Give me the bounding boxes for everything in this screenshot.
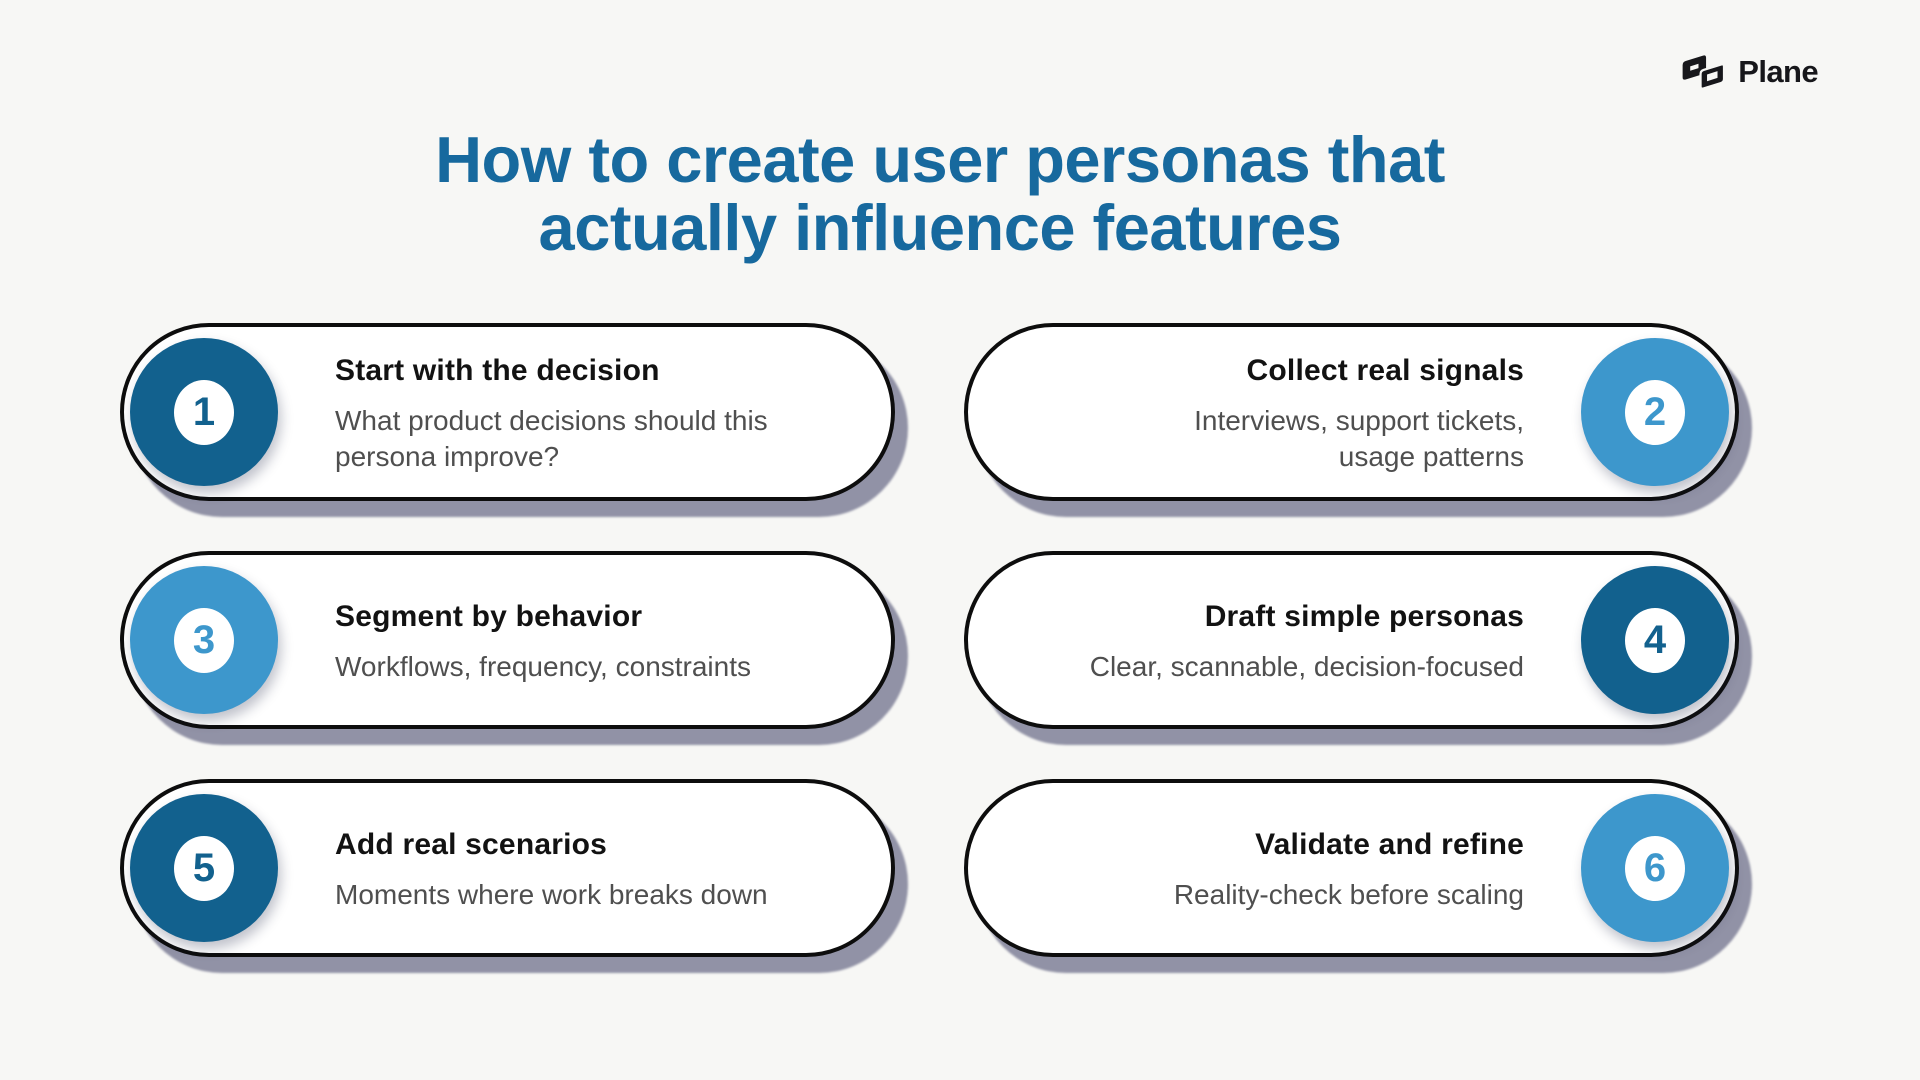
step-5-title: Add real scenarios <box>335 827 608 861</box>
step-2-number: 2 <box>1625 379 1685 445</box>
step-5-number-badge: 5 <box>130 794 278 942</box>
step-card-5: 5 Add real scenarios Moments where work … <box>120 779 895 957</box>
step-5-number: 5 <box>174 835 234 901</box>
page-title-line1: How to create user personas that <box>435 123 1445 196</box>
step-card-4: 4 Draft simple personas Clear, scannable… <box>964 551 1739 729</box>
step-6-number: 6 <box>1625 835 1685 901</box>
step-5-description: Moments where work breaks down <box>335 878 768 910</box>
step-1-title: Start with the decision <box>335 353 660 387</box>
step-2-description: Interviews, support tickets, usage patte… <box>1194 404 1524 472</box>
step-1-number-badge: 1 <box>130 338 278 486</box>
step-1-description: What product decisions should this perso… <box>335 404 768 472</box>
brand-logo: Plane <box>1681 52 1819 92</box>
step-4-number: 4 <box>1625 607 1685 673</box>
step-card-1: 1 Start with the decision What product d… <box>120 323 895 501</box>
step-3-number: 3 <box>174 607 234 673</box>
step-6-title: Validate and refine <box>1255 827 1524 861</box>
step-4-title: Draft simple personas <box>1204 599 1524 633</box>
step-6-description: Reality-check before scaling <box>1173 878 1524 910</box>
page-title-line2: actually influence features <box>538 191 1342 264</box>
step-2-number-badge: 2 <box>1581 338 1729 486</box>
step-card-2: 2 Collect real signals Interviews, suppo… <box>964 323 1739 501</box>
step-3-title: Segment by behavior <box>335 599 643 633</box>
step-card-3: 3 Segment by behavior Workflows, frequen… <box>120 551 895 729</box>
step-6-number-badge: 6 <box>1581 794 1729 942</box>
step-card-6: 6 Validate and refine Reality-check befo… <box>964 779 1739 957</box>
step-4-description: Clear, scannable, decision-focused <box>1089 650 1524 682</box>
step-3-number-badge: 3 <box>130 566 278 714</box>
plane-logo-icon <box>1682 55 1726 90</box>
step-4-number-badge: 4 <box>1581 566 1729 714</box>
step-1-number: 1 <box>174 379 234 445</box>
page-title: How to create user personas that actuall… <box>0 126 1880 262</box>
step-3-description: Workflows, frequency, constraints <box>335 650 752 682</box>
brand-name: Plane <box>1738 54 1818 89</box>
step-2-title: Collect real signals <box>1246 353 1524 387</box>
